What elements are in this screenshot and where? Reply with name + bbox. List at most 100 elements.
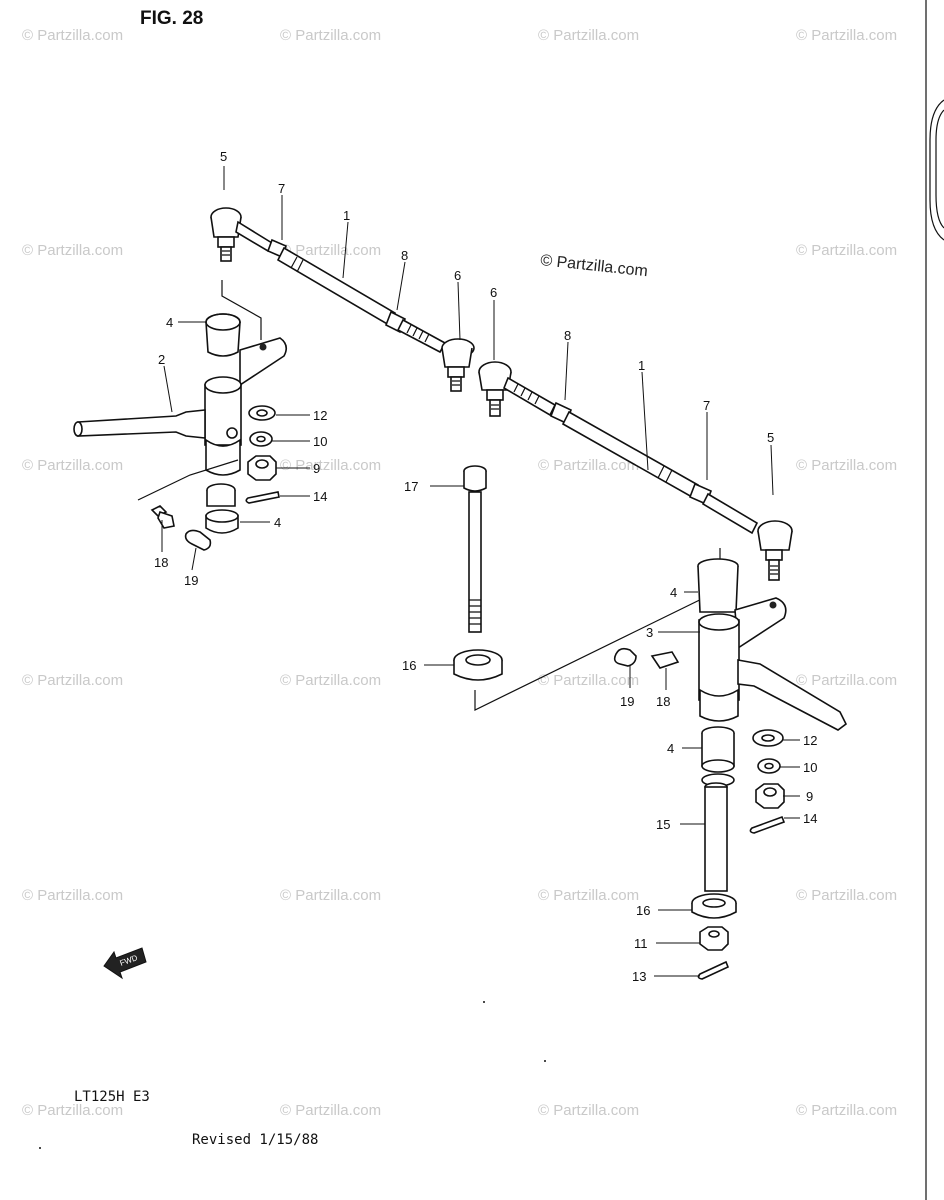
tie-rod-1-left xyxy=(276,246,397,327)
watermark-tile: © Partzilla.com xyxy=(796,27,897,44)
watermark-tiles: © Partzilla.com © Partzilla.com © Partzi… xyxy=(22,27,897,1119)
watermark-tile: © Partzilla.com xyxy=(538,672,639,689)
callout-7: 7 xyxy=(703,398,710,413)
callout-5: 5 xyxy=(220,149,227,164)
callout-6: 6 xyxy=(490,285,497,300)
revision-label: Revised 1/15/88 xyxy=(192,1132,318,1148)
callout-14: 14 xyxy=(803,811,817,826)
callout-18: 18 xyxy=(656,694,670,709)
tie-rod-end-6-left xyxy=(396,318,475,392)
leader-lines xyxy=(161,166,800,977)
grease-nipple-18-left xyxy=(150,505,175,529)
callout-19: 19 xyxy=(620,694,634,709)
washer-10-right xyxy=(757,758,781,774)
watermark-tile: © Partzilla.com xyxy=(796,887,897,904)
figure-label: FIG. 28 xyxy=(140,8,203,29)
washer-12-left xyxy=(248,405,276,421)
watermark-tile: © Partzilla.com xyxy=(538,27,639,44)
cotter-pin-13 xyxy=(697,960,730,980)
watermark-tile: © Partzilla.com xyxy=(280,672,381,689)
callout-4: 4 xyxy=(166,315,173,330)
watermark-tile: © Partzilla.com xyxy=(280,457,381,474)
callout-17: 17 xyxy=(404,479,418,494)
watermark-tile: © Partzilla.com xyxy=(796,672,897,689)
watermark-tile: © Partzilla.com xyxy=(538,887,639,904)
knuckle-3-right xyxy=(698,597,848,731)
callout-10: 10 xyxy=(313,434,327,449)
callout-4: 4 xyxy=(670,585,677,600)
knuckle-left-assembly xyxy=(73,280,288,551)
watermark-tile: © Partzilla.com xyxy=(22,672,123,689)
watermark-tile: © Partzilla.com xyxy=(796,242,897,259)
nut-9-left xyxy=(247,455,277,481)
callout-3: 3 xyxy=(646,625,653,640)
tie-rod-right-assembly xyxy=(478,361,793,581)
callout-11: 11 xyxy=(634,936,648,951)
watermark-tile: © Partzilla.com xyxy=(22,887,123,904)
watermark-tile: © Partzilla.com xyxy=(22,27,123,44)
guide-line-nipple xyxy=(137,459,239,501)
callout-2: 2 xyxy=(158,352,165,367)
watermark-tile: © Partzilla.com xyxy=(280,27,381,44)
bolt-17 xyxy=(463,465,487,633)
watermark-tile: © Partzilla.com xyxy=(22,1102,123,1119)
callout-6: 6 xyxy=(454,268,461,283)
knuckle-right-assembly xyxy=(613,558,848,980)
tie-rod-1-right xyxy=(561,410,700,499)
tie-rod-end-6-right xyxy=(478,361,557,417)
watermark-main: © Partzilla.com xyxy=(540,252,649,280)
watermark-tile: © Partzilla.com xyxy=(280,887,381,904)
knuckle-2-left xyxy=(73,337,288,476)
model-label: LT125H E3 xyxy=(74,1089,150,1105)
watermark-tile: © Partzilla.com xyxy=(796,1102,897,1119)
callout-9: 9 xyxy=(313,461,320,476)
tie-rod-left-assembly xyxy=(210,207,475,392)
kingpin-15 xyxy=(704,782,728,892)
watermark-tile: © Partzilla.com xyxy=(538,457,639,474)
watermark-tile: © Partzilla.com xyxy=(22,242,123,259)
watermark-tile: © Partzilla.com xyxy=(796,457,897,474)
bushing-4-left-lower xyxy=(205,483,239,534)
callout-9: 9 xyxy=(806,789,813,804)
callout-labels: 5 7 1 8 6 6 8 1 7 5 4 2 12 10 9 14 4 18 … xyxy=(154,149,817,984)
spacer-16-center xyxy=(453,649,503,681)
cap-19-right xyxy=(613,647,637,667)
callout-12: 12 xyxy=(313,408,327,423)
spacer-16-right xyxy=(691,893,737,919)
cotter-pin-14-right xyxy=(749,815,786,834)
callout-15: 15 xyxy=(656,817,670,832)
bushing-4-right-upper xyxy=(697,558,739,613)
tie-rod-end-5-right xyxy=(701,492,793,581)
callout-7: 7 xyxy=(278,181,285,196)
cotter-pin-14-left xyxy=(245,491,280,504)
watermark-tile: © Partzilla.com xyxy=(280,242,381,259)
callout-10: 10 xyxy=(803,760,817,775)
watermark-tile: © Partzilla.com xyxy=(280,1102,381,1119)
watermark-tile: © Partzilla.com xyxy=(538,1102,639,1119)
washer-12-right xyxy=(752,729,784,747)
callout-5: 5 xyxy=(767,430,774,445)
bushing-4-right-lower xyxy=(701,726,735,787)
washer-10-left xyxy=(249,431,273,447)
callout-4: 4 xyxy=(667,741,674,756)
guide-line-bushing xyxy=(221,280,262,340)
forward-arrow-icon: FWD xyxy=(103,947,147,980)
callout-18: 18 xyxy=(154,555,168,570)
page-edge-fragment xyxy=(925,0,944,1200)
callout-16: 16 xyxy=(636,903,650,918)
tie-rod-end-5-left xyxy=(210,207,274,262)
callout-13: 13 xyxy=(632,969,646,984)
callout-12: 12 xyxy=(803,733,817,748)
callout-8: 8 xyxy=(564,328,571,343)
kingpin-center-assembly xyxy=(453,465,721,711)
callout-1: 1 xyxy=(343,208,350,223)
callout-19: 19 xyxy=(184,573,198,588)
grease-nipple-18-right xyxy=(650,651,680,669)
watermark-tile: © Partzilla.com xyxy=(22,457,123,474)
cap-19-left xyxy=(184,529,212,551)
callout-8: 8 xyxy=(401,248,408,263)
nut-9-right xyxy=(755,783,785,809)
nut-11 xyxy=(699,926,729,951)
